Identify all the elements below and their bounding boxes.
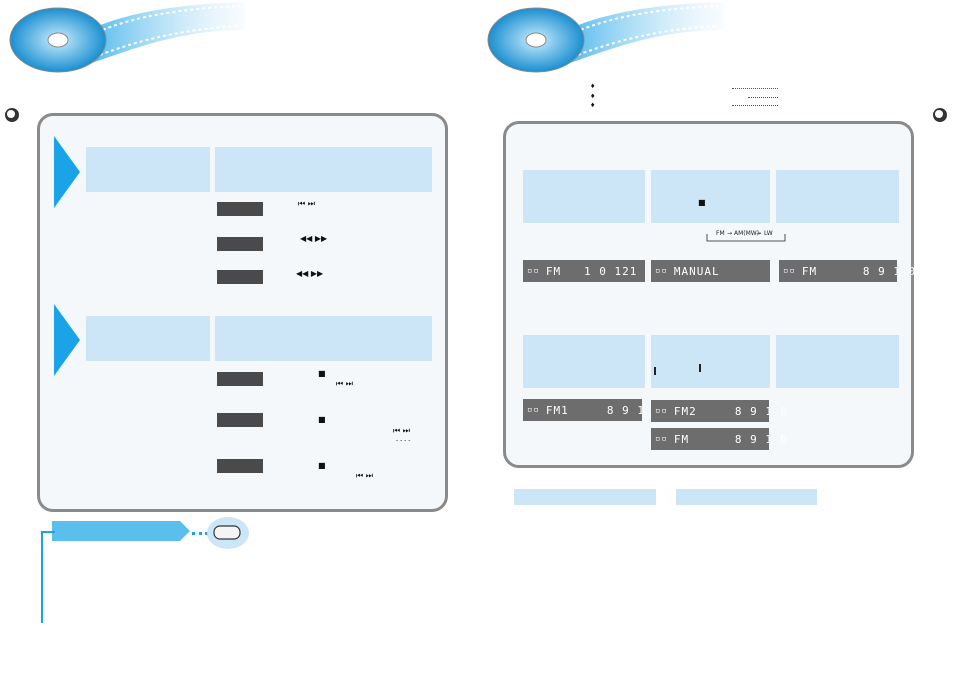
arrow-icon: → [727, 230, 733, 237]
mode-label-box [217, 237, 263, 251]
mode-label-box [217, 202, 263, 216]
step1-description-box [215, 147, 432, 192]
lcd-display: ▫▫ FM 8 9 1 D [651, 428, 787, 450]
page-tab-circle-right [933, 108, 947, 122]
stop-icon: ■ [698, 198, 706, 207]
lcd-indicator: ▫▫ [655, 434, 668, 444]
band-cycle-diagram [705, 230, 787, 244]
note-arrow-banner [52, 521, 192, 541]
lcd-display: ▫▫ FM 8 9 1 0 [779, 260, 915, 282]
lcd-display: ▫▫ FM2 8 9 1 0 [651, 400, 787, 422]
bullet-item: ♦ [590, 93, 596, 100]
step-box-4 [523, 335, 645, 388]
arrow-icon: → [756, 230, 762, 237]
note-bar-right [676, 489, 817, 505]
step-arrow-icon [54, 136, 80, 208]
lcd-display: ▫▫ FM1 8 9 1 0 [523, 399, 659, 421]
dotted-connector [192, 532, 214, 535]
note-bar-left [514, 489, 656, 505]
lcd-text: FM2 8 9 1 0 [673, 404, 789, 418]
step1-label-box [86, 147, 210, 192]
skip-buttons-icon: ⏮ ⏭ [356, 471, 373, 480]
note-bracket-line [41, 531, 55, 623]
step-box-5 [651, 335, 770, 388]
dotted-leader [732, 105, 778, 106]
mode-label-box [217, 270, 263, 284]
step2-description-box [215, 316, 432, 361]
step-arrow-icon [54, 304, 80, 376]
bar-marker [654, 367, 656, 375]
lcd-text: FM 8 9 1 D [673, 432, 789, 446]
lcd-indicator: ▫▫ [527, 266, 540, 276]
skip-buttons-icon: ⏮ ⏭ [298, 199, 315, 208]
dotted-leader [748, 97, 778, 98]
lcd-text: FM1 8 9 1 0 [545, 403, 661, 417]
mode-label-box [217, 372, 263, 386]
step-box-3 [776, 170, 899, 223]
band-fm-label: FM [716, 230, 725, 237]
disc-header-graphic-left [0, 0, 250, 78]
mode-label-box [217, 459, 263, 473]
lcd-indicator: ▫▫ [655, 406, 668, 416]
lcd-text: FM 1 0 121 [545, 264, 638, 278]
search-buttons-icon: ◀◀ ▶▶ [296, 269, 324, 278]
bullet-item: ♦ [590, 102, 596, 109]
step-box-1 [523, 170, 645, 223]
disc-ribbon-icon [487, 2, 723, 73]
lcd-indicator: ▫▫ [527, 405, 540, 415]
bar-marker [699, 364, 701, 372]
band-lw-label: LW [764, 230, 773, 237]
lcd-text: MANUAL [673, 264, 720, 278]
dotted-leader [732, 88, 778, 89]
step2-label-box [86, 316, 210, 361]
lcd-display: ▫▫ MANUAL [651, 260, 770, 282]
skip-buttons-icon: ⏮ ⏭ [336, 379, 353, 388]
search-buttons-icon: ◀◀ ▶▶ [300, 234, 328, 243]
lcd-text: FM 8 9 1 0 [801, 264, 917, 278]
lcd-display: ▫▫ FM 1 0 121 [523, 260, 645, 282]
band-am-label: AM(MW) [734, 230, 760, 237]
skip-buttons-icon: ⏮ ⏭ [393, 426, 410, 435]
step-box-2 [651, 170, 770, 223]
disc-header-graphic-right [478, 0, 728, 78]
step-box-6 [776, 335, 899, 388]
lcd-indicator: ▫▫ [783, 266, 796, 276]
stop-icon: ■ [318, 369, 326, 378]
stop-icon: ■ [318, 461, 326, 470]
remote-button-icon [206, 516, 250, 550]
page-tab-circle-left [5, 108, 19, 122]
lcd-indicator: ▫▫ [655, 266, 668, 276]
dash-indicator: - - - - [396, 437, 411, 444]
bullet-item: ♦ [590, 83, 596, 90]
disc-ribbon-icon [9, 2, 245, 73]
stop-icon: ■ [318, 415, 326, 424]
mode-label-box [217, 413, 263, 427]
